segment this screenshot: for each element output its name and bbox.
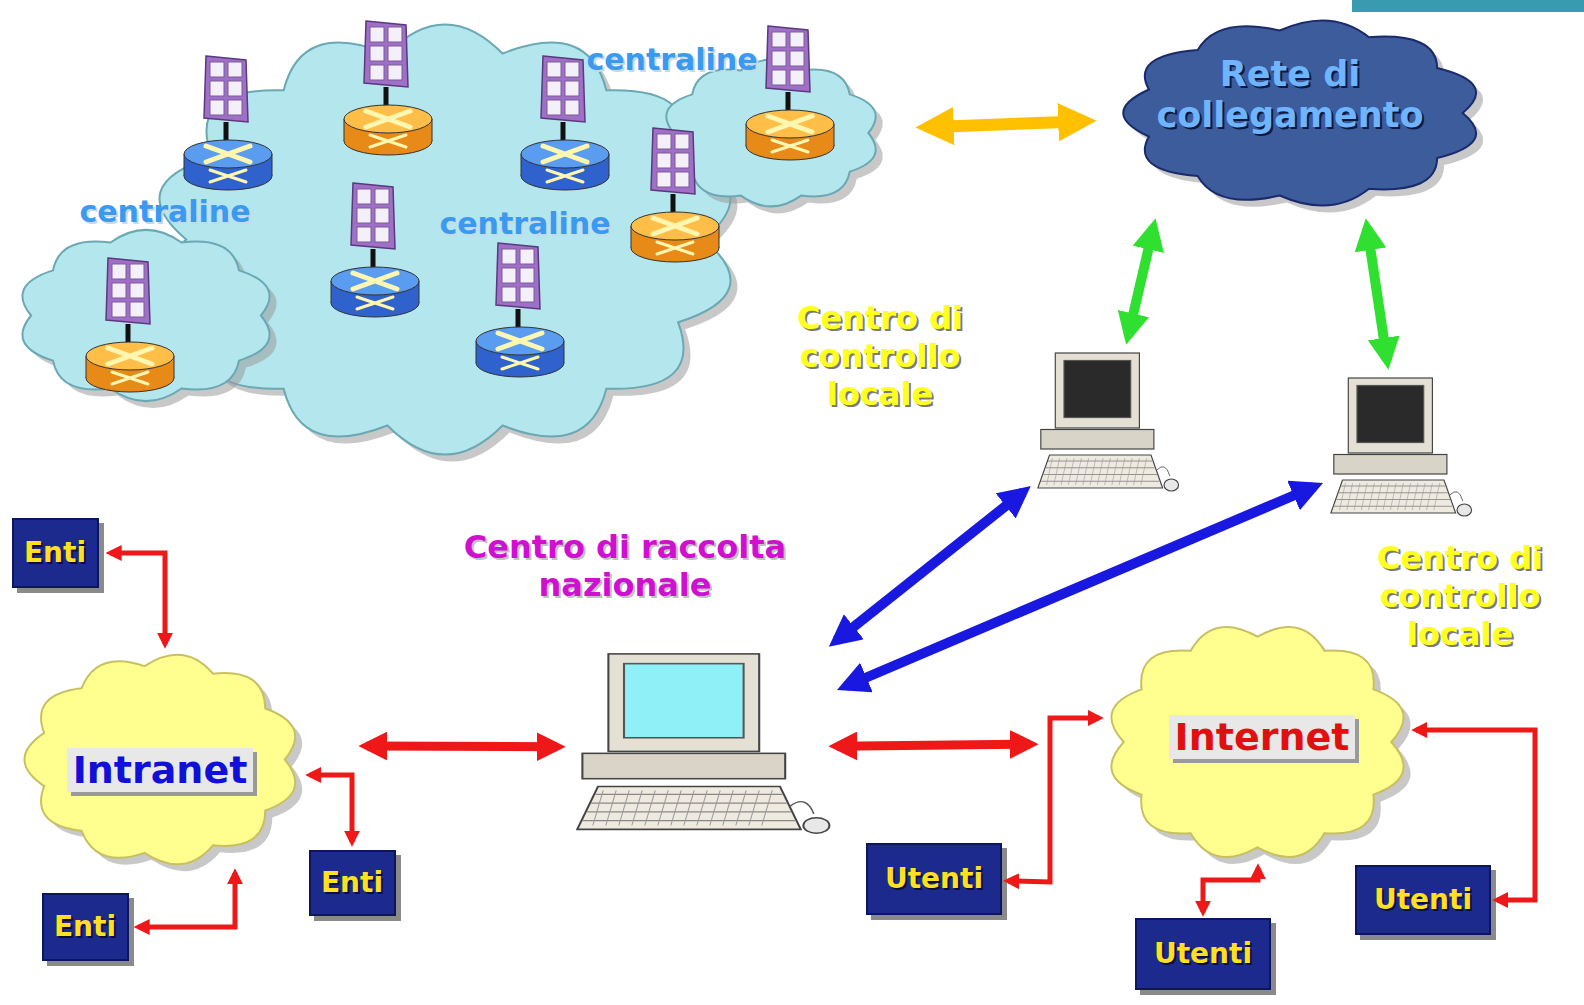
network-cloud: Rete di collegamento [1120,18,1485,208]
box-label: Utenti [1374,883,1472,916]
node-label: Rete di collegamento [1125,54,1455,137]
entity-box: Enti [12,518,99,588]
connector-arrow [139,873,236,927]
entity-box: Enti [309,850,396,916]
node-label: centraline [572,42,772,77]
computer-icon [577,654,829,833]
station-router [521,56,609,190]
node-label: centraline [60,194,270,229]
box-label: Enti [54,910,116,943]
connector-arrow [367,741,557,751]
cloud-shape [159,24,730,454]
station-router [184,56,272,190]
entity-box: Utenti [1355,865,1491,935]
station-router [476,243,564,377]
cloud-shape [1111,627,1403,857]
computer-node: Centro di controllo locale [1035,350,1180,500]
entity-box: Utenti [866,843,1002,915]
connector-arrow [837,744,1030,746]
box-label: Enti [321,866,383,899]
connector-arrow [846,487,1314,686]
computer-icon [1331,378,1472,516]
node-label: Intranet [67,748,254,793]
box-label: Enti [24,536,86,569]
corner-bar [1352,0,1584,12]
connector-arrow [1367,228,1387,360]
node-label: Centro di controllo locale [773,300,988,413]
entity-box: Utenti [1135,918,1271,990]
station-router [746,26,834,160]
network-cloud: Internet [1105,622,1410,862]
computer-outline [572,650,832,845]
connector-arrow [1203,868,1258,912]
node-label: Centro di raccolta nazionale [415,529,835,605]
node-label: Centro di controllo locale [1353,540,1568,653]
computer-outline [1328,375,1473,525]
computer-outline [1035,350,1180,500]
station-router [631,128,719,262]
computer-node: Centro di raccolta nazionale [572,650,832,845]
connector-arrow [927,121,1085,127]
node-label: Internet [1169,715,1356,760]
connector-arrow [111,553,166,644]
station-router [86,258,174,392]
box-label: Utenti [1154,937,1252,970]
station-router [344,21,432,155]
node-label: centraline [415,206,635,241]
station-router [331,183,419,317]
computer-node: Centro di controllo locale [1328,375,1473,525]
connector-arrow [1128,227,1153,335]
connector-arrow [1416,730,1535,900]
cloud-shape [22,230,269,401]
cloud-shape [1123,20,1476,205]
cloud-shape [24,655,295,865]
connector-arrow [1008,718,1099,882]
computer-icon [1038,353,1179,491]
box-label: Utenti [885,862,983,895]
entity-box: Enti [42,893,129,961]
network-cloud: Intranet [22,652,302,867]
connector-arrow [310,775,352,842]
